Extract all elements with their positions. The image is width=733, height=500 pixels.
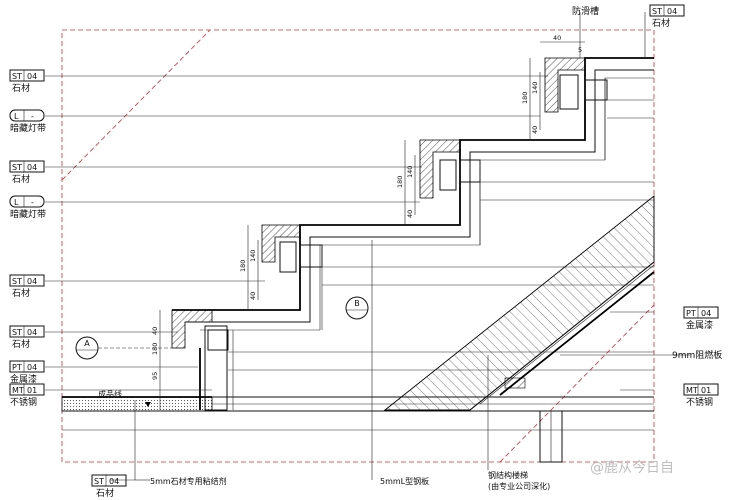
svg-text:石材: 石材 — [12, 338, 30, 350]
tag-hidden-light-2: L - 暗藏灯带 — [9, 195, 46, 220]
svg-text:04: 04 — [667, 7, 677, 16]
break-line-left — [61, 29, 211, 181]
svg-text:B: B — [354, 299, 360, 308]
floor-slab — [61, 396, 654, 463]
svg-text:180: 180 — [239, 260, 247, 272]
level-marker — [145, 402, 151, 407]
svg-text:01: 01 — [27, 386, 37, 395]
svg-text:暗藏灯带: 暗藏灯带 — [10, 122, 46, 134]
watermark: @鹿从今日自 — [590, 459, 674, 476]
dimension-lines: 180 95 40 180 140 40 180 140 40 180 140 … — [151, 34, 585, 410]
svg-text:金属漆: 金属漆 — [686, 319, 713, 331]
finish-level-text: 成品线 — [98, 389, 122, 399]
svg-text:40: 40 — [406, 210, 414, 218]
svg-text:PT: PT — [12, 363, 22, 372]
svg-text:ST: ST — [12, 72, 22, 81]
tag-stone-bottom: ST 04 石材 — [91, 474, 127, 499]
svg-text:L: L — [14, 112, 19, 121]
svg-text:石材: 石材 — [652, 17, 670, 29]
stone-glue-label: 5mm石材专用粘结剂 — [150, 476, 227, 486]
svg-text:PT: PT — [686, 309, 696, 318]
svg-text:40: 40 — [151, 327, 159, 335]
svg-text:04: 04 — [27, 363, 37, 372]
svg-text:石材: 石材 — [12, 287, 30, 299]
svg-text:ST: ST — [12, 328, 22, 337]
svg-text:不锈钢: 不锈钢 — [686, 396, 713, 408]
svg-text:140: 140 — [249, 250, 257, 262]
svg-text:180: 180 — [151, 343, 159, 355]
svg-text:-: - — [31, 198, 34, 207]
svg-text:L: L — [14, 198, 19, 207]
svg-text:金属漆: 金属漆 — [10, 373, 37, 385]
leader-lines — [45, 12, 690, 481]
svg-text:ST: ST — [652, 7, 662, 16]
svg-text:暗藏灯带: 暗藏灯带 — [10, 208, 46, 220]
svg-text:140: 140 — [531, 82, 539, 94]
svg-text:MT: MT — [12, 386, 24, 395]
section-marker-b: B — [345, 296, 369, 320]
tag-metal-paint-left: PT 04 金属漆 — [9, 360, 45, 385]
svg-text:石材: 石材 — [12, 82, 30, 94]
stair-steps — [171, 57, 654, 411]
svg-text:9mm阻燃板: 9mm阻燃板 — [672, 349, 722, 361]
steel-stair-sub-label: (由专业公司深化) — [488, 481, 550, 491]
tag-anti-slip: 防滑槽 — [572, 5, 599, 17]
tag-stone-3: ST 04 石材 — [9, 274, 45, 299]
tag-stainless-right: MT 01 不锈钢 — [683, 383, 719, 408]
svg-text:不锈钢: 不锈钢 — [10, 396, 37, 408]
svg-text:180: 180 — [521, 92, 529, 104]
svg-text:01: 01 — [701, 386, 711, 395]
svg-text:ST: ST — [94, 477, 104, 486]
svg-text:04: 04 — [701, 309, 711, 318]
svg-text:40: 40 — [553, 34, 561, 42]
svg-text:95: 95 — [151, 372, 159, 380]
tag-stone-top-right: ST 04 石材 — [649, 4, 685, 29]
svg-text:石材: 石材 — [96, 487, 114, 499]
svg-text:04: 04 — [27, 328, 37, 337]
svg-text:ST: ST — [12, 163, 22, 172]
tag-metal-paint-right: PT 04 金属漆 — [683, 306, 719, 331]
svg-text:04: 04 — [27, 163, 37, 172]
section-marker-a: A — [75, 336, 185, 360]
tag-stainless-left: MT 01 不锈钢 — [9, 383, 45, 408]
svg-text:防滑槽: 防滑槽 — [572, 5, 599, 17]
steel-angle-label: 5mmL型钢板 — [380, 476, 429, 486]
svg-text:180: 180 — [396, 176, 404, 188]
tag-fire-board: 9mm阻燃板 — [672, 349, 722, 361]
svg-text:04: 04 — [109, 477, 119, 486]
tag-stone-4: ST 04 石材 — [9, 325, 45, 350]
svg-text:140: 140 — [406, 166, 414, 178]
svg-text:04: 04 — [27, 72, 37, 81]
svg-text:A: A — [84, 339, 90, 348]
svg-text:石材: 石材 — [12, 173, 30, 185]
svg-text:40: 40 — [531, 126, 539, 134]
svg-text:04: 04 — [27, 277, 37, 286]
tag-hidden-light-1: L - 暗藏灯带 — [9, 109, 46, 134]
steel-stair-label: 钢结构楼梯 — [488, 470, 528, 480]
svg-text:-: - — [31, 112, 34, 121]
tag-stone-1: ST 04 石材 — [9, 69, 45, 94]
svg-text:MT: MT — [686, 386, 698, 395]
svg-text:ST: ST — [12, 277, 22, 286]
break-line-right — [499, 304, 655, 463]
tag-stone-2: ST 04 石材 — [9, 160, 45, 185]
steel-stair-stringer — [383, 195, 655, 411]
svg-text:40: 40 — [249, 292, 257, 300]
